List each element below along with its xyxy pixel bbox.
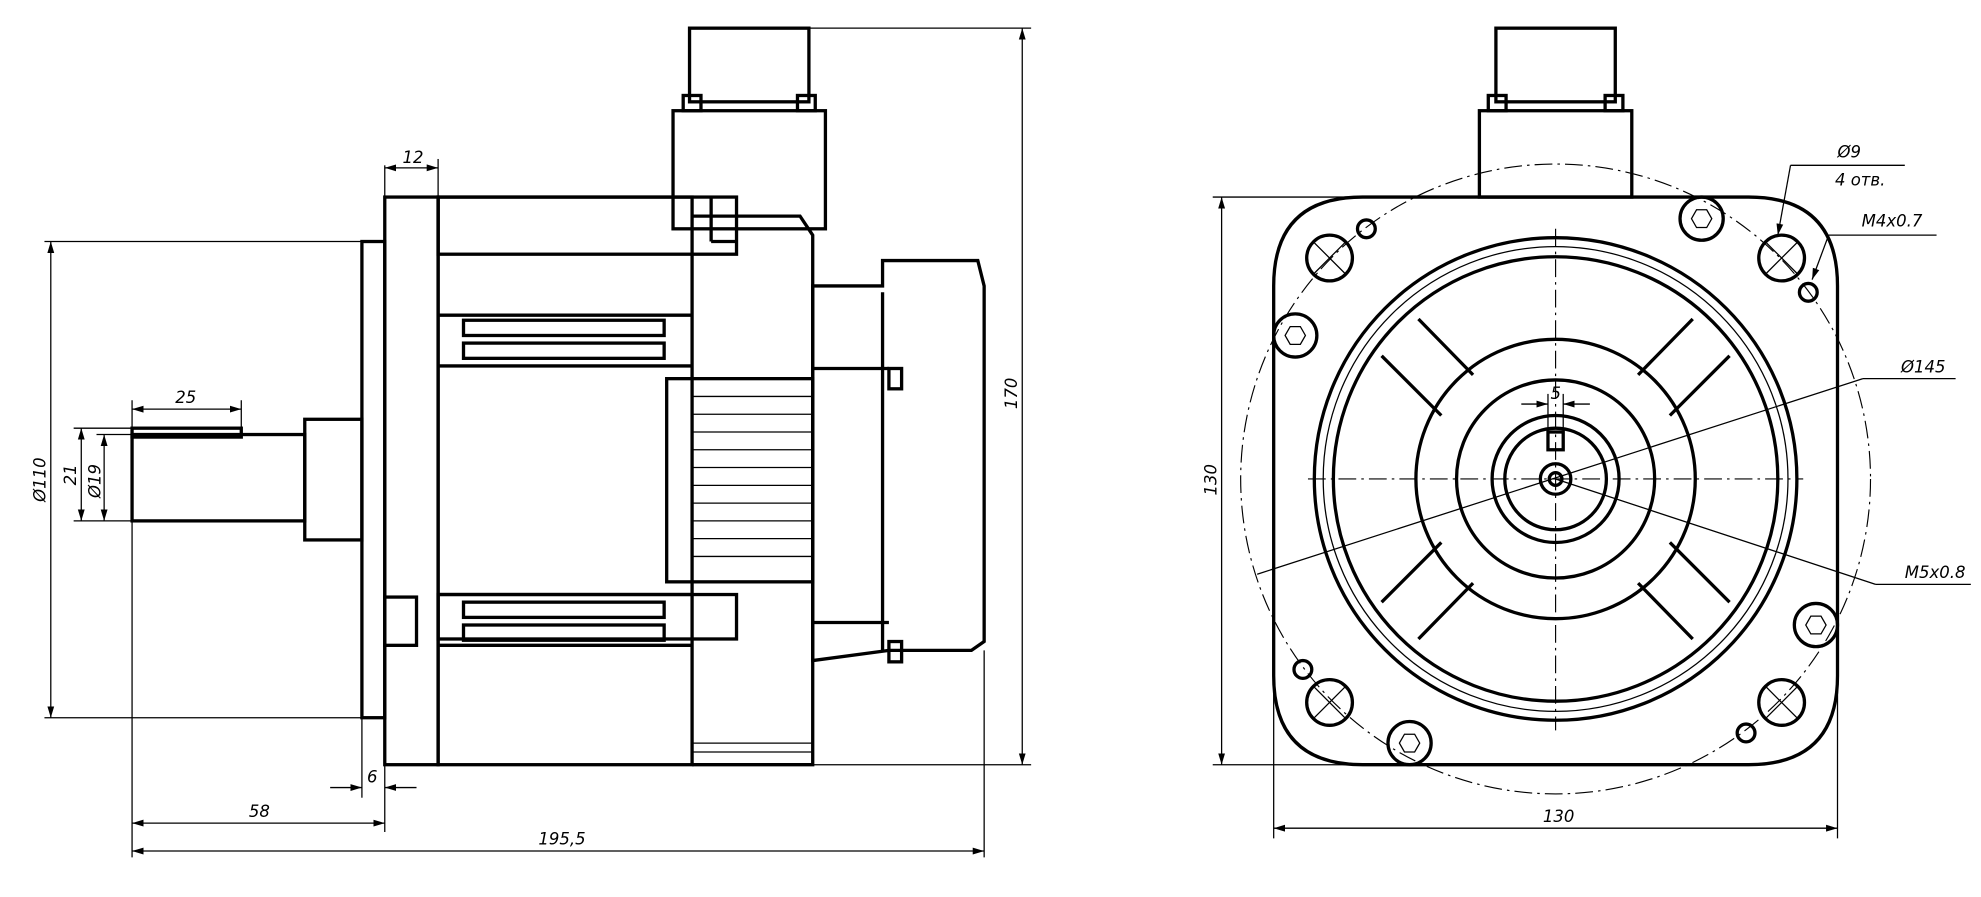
mount-holes xyxy=(1305,233,1807,727)
front-view: Ø9 4 отв. M4x0.7 Ø145 M5x0.8 5 130 130 xyxy=(1202,26,1971,839)
dim-mount-hole-count: 4 отв. xyxy=(1835,171,1885,190)
front-dimensions: Ø9 4 отв. M4x0.7 Ø145 M5x0.8 5 130 130 xyxy=(1202,143,1971,839)
side-view: 12 25 Ø110 21 Ø19 6 58 195,5 170 xyxy=(31,26,1032,858)
dim-bolt-circle: Ø145 xyxy=(1900,357,1945,376)
dim-thread-small: M4x0.7 xyxy=(1862,211,1923,230)
cooling-fins xyxy=(692,395,813,753)
dim-pilot-diameter: Ø110 xyxy=(31,457,50,502)
hex-bolts xyxy=(1272,195,1840,767)
threaded-holes xyxy=(1292,218,1819,744)
dim-shaft-diameter: Ø19 xyxy=(85,464,104,499)
dim-width: 130 xyxy=(1543,807,1575,826)
dim-shaft-length: 58 xyxy=(249,802,270,821)
dim-height: 130 xyxy=(1202,464,1221,496)
dim-overall-length: 195,5 xyxy=(538,830,585,849)
dim-flange-thickness: 12 xyxy=(403,148,424,167)
dim-key-height: 21 xyxy=(61,464,80,485)
side-dimensions: 12 25 Ø110 21 Ø19 6 58 195,5 170 xyxy=(31,27,1032,858)
dim-key-length: 25 xyxy=(175,388,196,407)
dim-overall-height: 170 xyxy=(1002,378,1021,410)
spokes xyxy=(1380,317,1731,641)
dim-key-width: 5 xyxy=(1551,384,1562,403)
dim-shaft-thread: M5x0.8 xyxy=(1905,563,1966,582)
dim-mount-hole: Ø9 xyxy=(1837,143,1862,162)
dim-flange-gap: 6 xyxy=(367,767,378,786)
